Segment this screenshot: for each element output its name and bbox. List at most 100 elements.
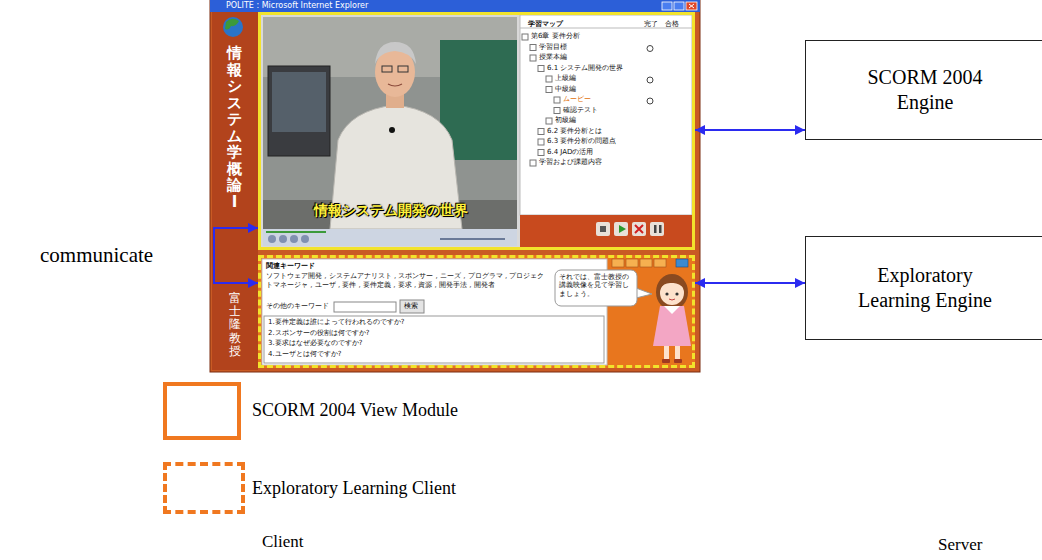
text-slot: 6.2 要件分析とは	[547, 127, 602, 136]
video-ground	[263, 17, 517, 229]
tier-label: Server	[938, 535, 982, 555]
engine-box: SCORM 2004 Engine	[805, 40, 1042, 140]
communication-arrow	[695, 282, 805, 284]
tree-toggle	[538, 139, 544, 145]
text-slot: 6.3 要件分析の問題点	[547, 137, 616, 146]
video-caption: 情報システム開発の世界	[266, 202, 516, 220]
tree-toggle	[530, 160, 536, 166]
volume-slider	[440, 238, 505, 240]
text-slot: ムービー	[563, 95, 591, 104]
player-bar	[520, 215, 692, 247]
control-button	[301, 235, 309, 243]
tool-icon	[676, 259, 688, 267]
tool-icon	[626, 259, 638, 267]
tree-item: 第6章 要件分析	[531, 32, 580, 41]
text-slot: 中級編	[555, 85, 576, 94]
learning-map-ground	[520, 15, 692, 215]
legend-text: SCORM 2004 View Module	[252, 400, 458, 421]
tree-toggle	[538, 66, 544, 72]
tree-item: 初級編	[555, 116, 576, 125]
text-slot: 確認テスト	[563, 106, 598, 115]
guide-collar	[664, 306, 680, 314]
engine-box: Exploratory Learning Engine	[805, 236, 1042, 340]
lecturer-mouth	[388, 84, 402, 86]
text-slot: 初級編	[555, 116, 576, 125]
keyword-list: ソフトウェア開発 , システムアナリスト , スポンサー , ニーズ , プログ…	[266, 272, 551, 290]
guide-mouth	[669, 299, 675, 300]
tree-toggle	[554, 97, 560, 103]
text-slot: その他のキーワード	[266, 302, 329, 311]
tree-toggle	[546, 87, 552, 93]
tree-item: 確認テスト	[563, 106, 598, 115]
bubble-tail	[636, 288, 652, 298]
guide-shoe	[674, 359, 682, 363]
maximize-button	[674, 2, 684, 10]
tree-item: 学習目標	[539, 43, 567, 52]
logo-globe	[223, 17, 243, 37]
communication-arrow	[214, 228, 258, 283]
text-slot: 4.ユーザとは何ですか?	[268, 350, 341, 359]
title-bar	[210, 0, 700, 12]
guide-shoe	[662, 359, 670, 363]
stop-icon	[600, 226, 606, 232]
view-module-screen	[258, 12, 695, 250]
speech-bubble	[555, 270, 637, 306]
text-slot: 1.要件定義は誰によって行われるのですか?	[268, 318, 404, 327]
guide-bangs	[660, 275, 685, 289]
control-button	[290, 235, 298, 243]
text-slot: 検索	[404, 302, 418, 311]
logo-land	[225, 19, 239, 30]
question-item: 3.要求はなぜ必要なのですか?	[268, 339, 362, 348]
search-button-text: 検索	[404, 302, 418, 311]
browser-window: POLITE : Microsoft Internet Explorer情報シス…	[210, 0, 700, 372]
close-cross	[689, 4, 694, 8]
question-item: 1.要件定義は誰によって行われるのですか?	[268, 318, 404, 327]
done-mark	[647, 98, 653, 104]
minimize-button	[662, 2, 672, 10]
text-slot: 学習目標	[539, 43, 567, 52]
tool-icon	[640, 259, 652, 267]
tree-toggle	[530, 55, 536, 61]
course-title: 情報システム学概論Ⅰ	[227, 45, 242, 210]
tree-item: ムービー	[563, 95, 591, 104]
engine-name: Exploratory Learning Engine	[845, 263, 1005, 313]
edge-label: communicate	[40, 243, 153, 268]
tree-item: 中級編	[555, 85, 576, 94]
guide-dress	[653, 306, 691, 346]
text-slot: 学習および課題内容	[539, 158, 602, 167]
monitor-screen	[272, 72, 326, 132]
tree-toggle	[538, 129, 544, 135]
text-slot: 第6章 要件分析	[531, 32, 580, 41]
column-header: 完了	[644, 20, 658, 29]
text-slot: 関連キーワード	[266, 262, 315, 271]
question-list	[264, 316, 604, 363]
text-slot: 合格	[665, 20, 679, 29]
tree-item: 6.4 JADの活用	[547, 148, 593, 157]
play-button	[614, 222, 628, 236]
legend-text: Exploratory Learning Client	[252, 478, 456, 499]
done-mark	[647, 77, 653, 83]
tool-icon	[612, 259, 624, 267]
panel-ground	[258, 12, 695, 250]
pause-icon	[659, 225, 662, 233]
window-body	[210, 0, 700, 372]
tree-item: 授業本編	[539, 53, 567, 62]
control-button	[279, 235, 287, 243]
close-lesson-button	[632, 222, 646, 236]
video-controls	[263, 229, 517, 246]
text-slot: 授業本編	[539, 53, 567, 62]
text-slot: ソフトウェア開発 , システムアナリスト , スポンサー , ニーズ , プログ…	[266, 272, 551, 290]
search-label: その他のキーワード	[266, 302, 329, 311]
engine-name: SCORM 2004 Engine	[845, 65, 1005, 115]
close-button	[686, 2, 697, 10]
done-mark	[647, 46, 653, 52]
tree-item: 6.1 システム開発の世界	[547, 64, 623, 73]
guide-leg	[675, 346, 680, 360]
tree-toggle	[546, 118, 552, 124]
side-bar	[212, 12, 258, 370]
view-module-panel: 情報システム開発の世界学習マップ完了合格第6章 要件分析学習目標授業本編6.1 …	[258, 12, 695, 250]
stop-button	[596, 222, 610, 236]
exploratory-client-screen	[258, 255, 695, 368]
tree-toggle	[546, 76, 552, 82]
